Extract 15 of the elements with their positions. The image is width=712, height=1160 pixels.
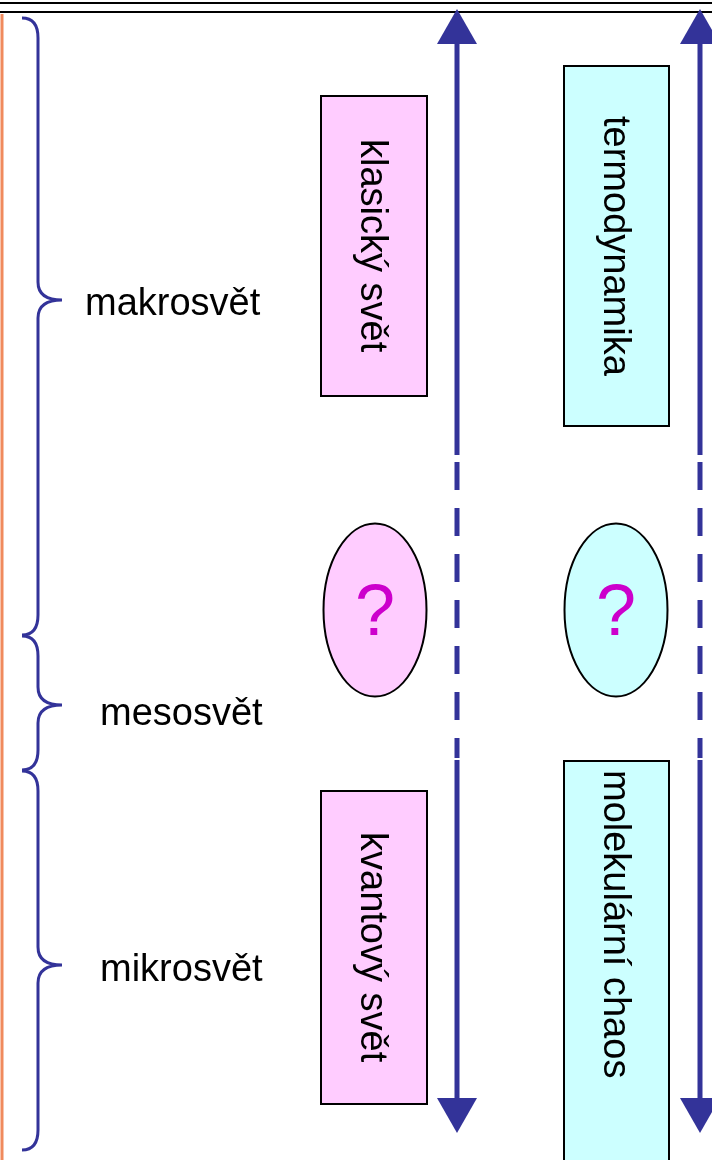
- scale-label: mikrosvět: [100, 946, 263, 990]
- scale-label: makrosvět: [85, 280, 261, 324]
- term-box: [563, 65, 670, 427]
- question-ellipse: [563, 522, 669, 698]
- term-box: [320, 95, 428, 397]
- term-box: [563, 760, 670, 1160]
- term-box: [320, 790, 428, 1105]
- scale-label: mesosvět: [100, 690, 263, 734]
- box-text: kvantový svět: [355, 832, 393, 1063]
- question-mark: ?: [595, 574, 636, 646]
- box-text: termodynamika: [597, 116, 636, 376]
- question-ellipse: [322, 522, 428, 698]
- question-mark: ?: [354, 574, 395, 646]
- box-text: klasický svět: [355, 139, 393, 353]
- box-text: molekulární chaos: [597, 770, 636, 1079]
